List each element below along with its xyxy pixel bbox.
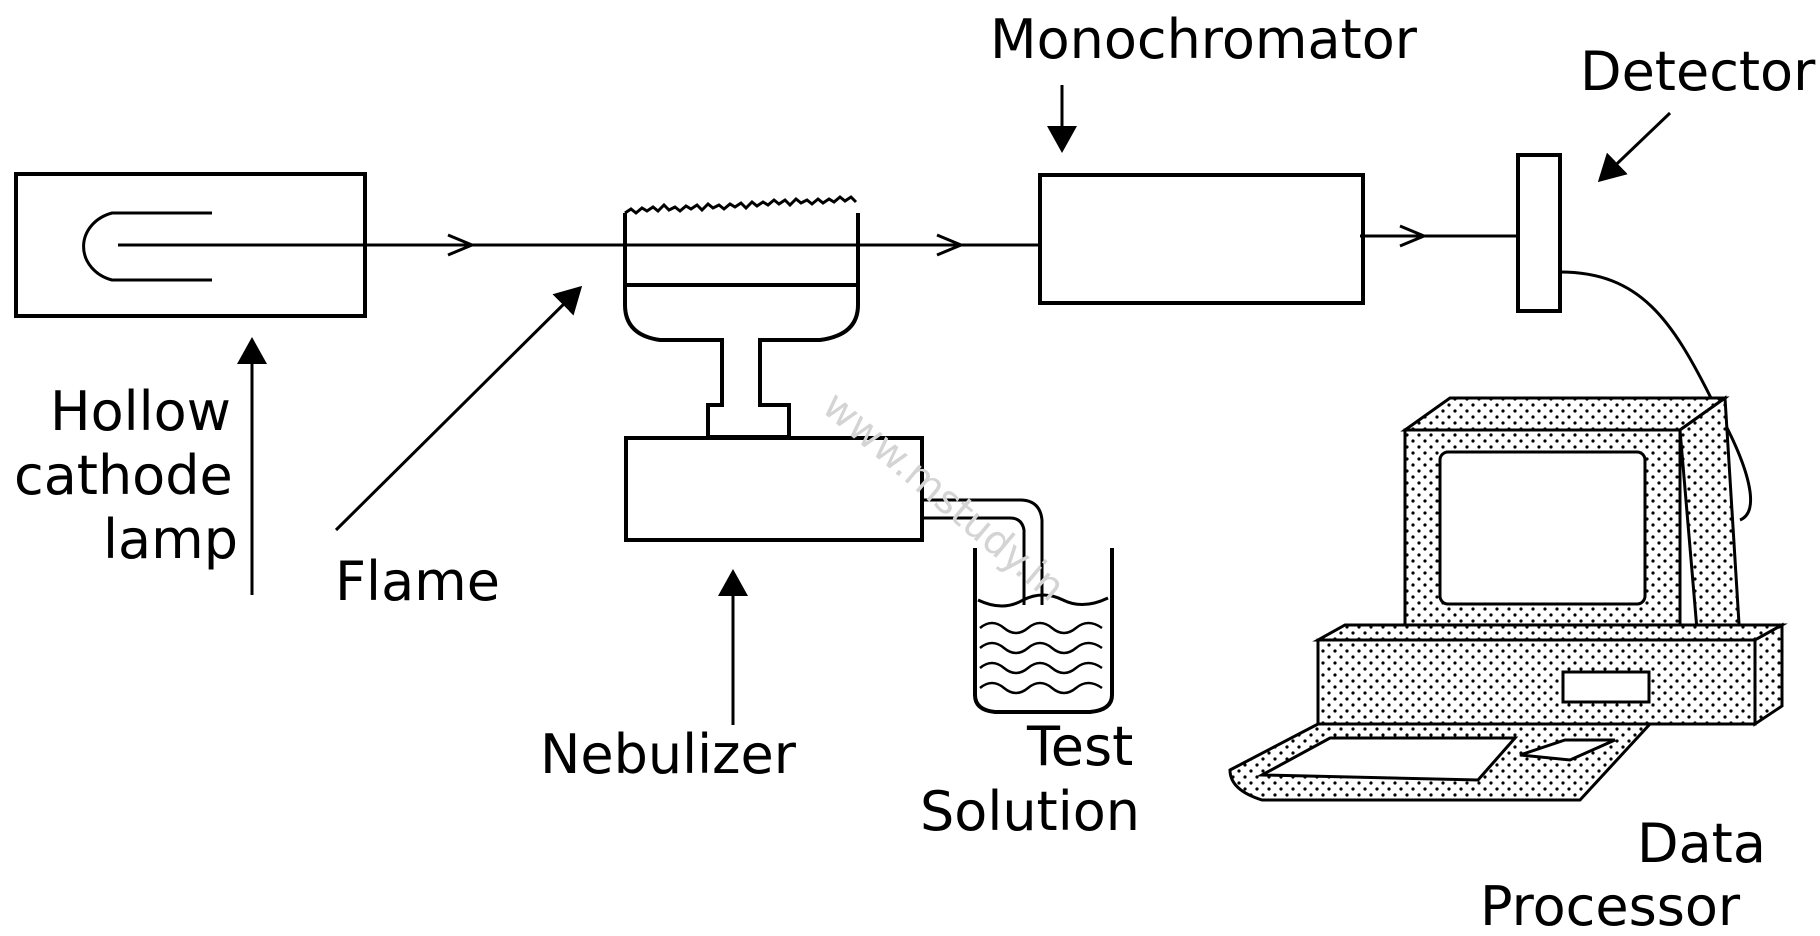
pointer-arrows: [237, 85, 1672, 725]
label-nebulizer: Nebulizer: [540, 723, 797, 786]
flame-burner: [623, 195, 860, 439]
label-monochromator: Monochromator: [990, 8, 1418, 71]
watermark: www.mstudy.in: [814, 382, 1074, 610]
detector-cable: [1559, 270, 1752, 522]
nebulizer: [624, 436, 1044, 605]
label-processor: Processor: [1480, 875, 1741, 936]
label-lamp: lamp: [103, 508, 238, 571]
label-test: Test: [1026, 715, 1133, 778]
label-solution: Solution: [920, 780, 1140, 843]
detector-block: [1516, 153, 1562, 313]
label-detector: Detector: [1580, 40, 1816, 103]
monochromator-box: [1038, 173, 1365, 305]
data-processor-computer: [1228, 395, 1788, 802]
label-data: Data: [1637, 812, 1766, 875]
label-hollow: Hollow: [50, 380, 231, 443]
test-solution-beaker: [973, 548, 1114, 714]
label-flame: Flame: [335, 550, 500, 613]
label-cathode: cathode: [14, 444, 233, 507]
light-beam: [118, 224, 1518, 257]
